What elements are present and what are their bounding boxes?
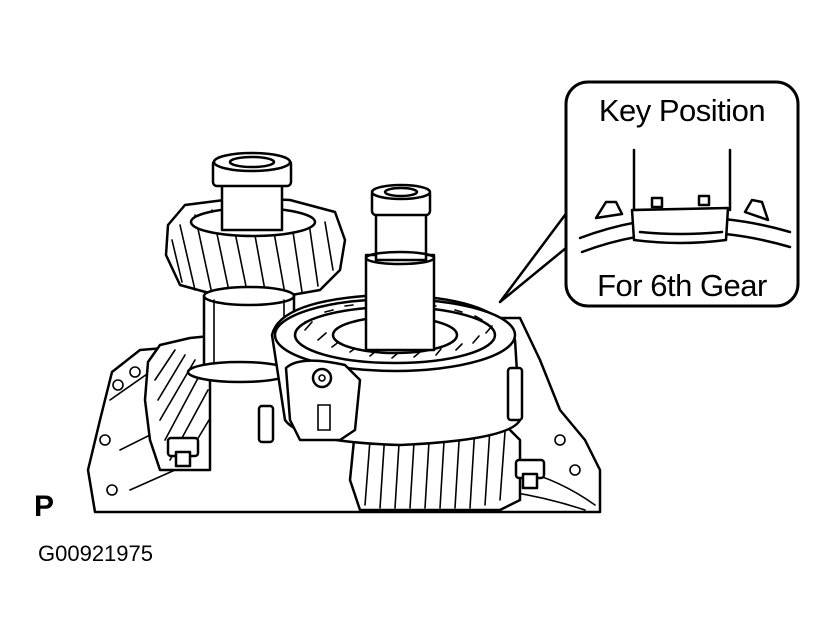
callout-title: Key Position	[599, 93, 765, 128]
key-detail	[578, 148, 792, 254]
figure-code: G00921975	[38, 541, 153, 566]
case-bolts	[166, 436, 546, 490]
key-position-callout: Key Position For 6th Gear	[564, 80, 800, 308]
corner-label: P	[34, 490, 54, 523]
callout-caption: For 6th Gear	[597, 268, 767, 303]
callout-leader	[498, 213, 568, 304]
main-shaft-assembly	[257, 183, 524, 512]
